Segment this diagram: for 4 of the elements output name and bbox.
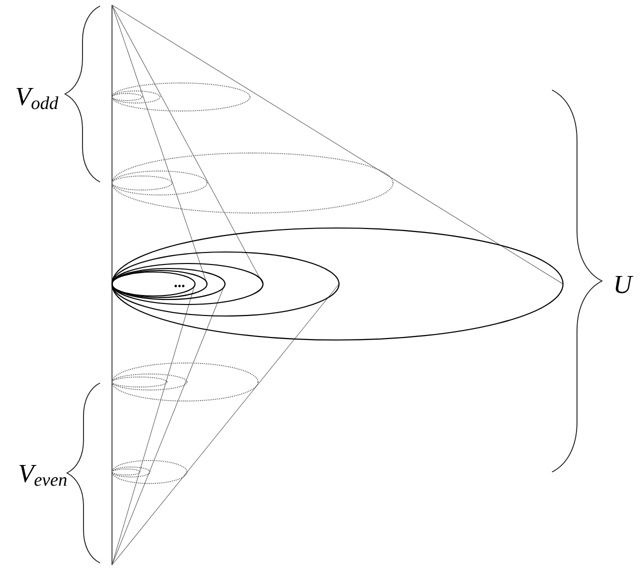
set-label: U bbox=[616, 276, 634, 294]
set-label: V$_{even}$ bbox=[19, 464, 67, 486]
set-label: V$_{odd}$ bbox=[16, 88, 58, 110]
ellipsis-dots: ... bbox=[174, 284, 184, 288]
